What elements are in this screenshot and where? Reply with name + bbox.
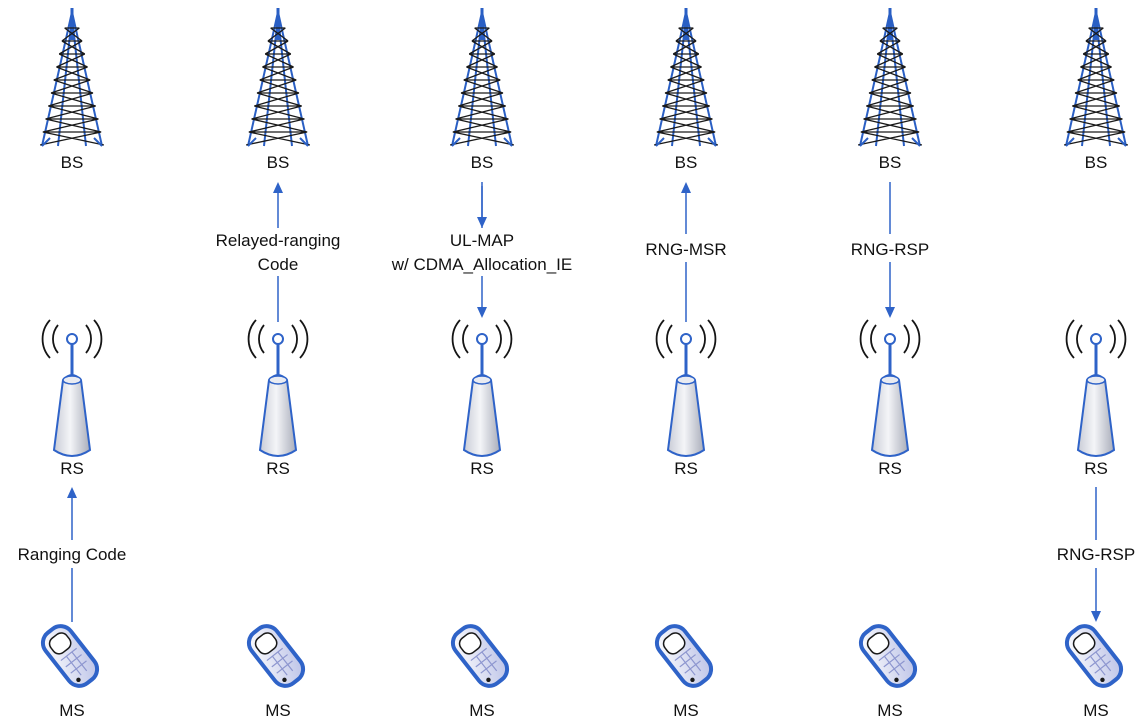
message-step-5: BS RS MS RNG-RSP [851, 8, 929, 720]
mobile-station-label: MS [1083, 701, 1109, 720]
message-label: RNG-MSR [645, 240, 726, 259]
base-station-tower-icon [245, 8, 311, 147]
mobile-station-phone-icon [1064, 624, 1124, 688]
relay-station-antenna-icon [451, 319, 513, 457]
relay-station-label: RS [1084, 459, 1108, 478]
message-arrow [885, 262, 895, 318]
mobile-station-label: MS [59, 701, 85, 720]
message-step-3: BS RS MS UL-MAP w/ CDMA_Allocation_IE [391, 8, 572, 720]
mobile-station-label: MS [265, 701, 291, 720]
base-station-label: BS [267, 153, 290, 172]
base-station-tower-icon [1063, 8, 1129, 147]
base-station-label: BS [675, 153, 698, 172]
relay-station-label: RS [674, 459, 698, 478]
message-label-line-1: Relayed-ranging [216, 231, 341, 250]
message-label-line-1: UL-MAP [450, 231, 514, 250]
base-station-tower-icon [857, 8, 923, 147]
message-step-1: BS RS MS Ranging Code [18, 8, 127, 720]
base-station-label: BS [879, 153, 902, 172]
bottom-message-arrow [67, 487, 77, 540]
message-step-4: BS RS MS RNG-MSR [645, 8, 727, 720]
message-label: RNG-RSP [851, 240, 929, 259]
mobile-station-label: MS [877, 701, 903, 720]
base-station-label: BS [1085, 153, 1108, 172]
message-arrow [681, 182, 691, 234]
relay-station-label: RS [878, 459, 902, 478]
mobile-station-label: MS [673, 701, 699, 720]
base-station-tower-icon [39, 8, 105, 147]
message-step-6: BS RS MS RNG-RSP [1057, 8, 1135, 720]
relay-station-label: RS [470, 459, 494, 478]
mobile-station-phone-icon [858, 624, 918, 688]
mobile-station-label: MS [469, 701, 495, 720]
mobile-station-phone-icon [40, 624, 100, 688]
base-station-tower-icon [449, 8, 515, 147]
mobile-station-phone-icon [246, 624, 306, 688]
relay-station-antenna-icon [859, 319, 921, 457]
base-station-tower-icon [653, 8, 719, 147]
relay-station-label: RS [60, 459, 84, 478]
mobile-station-phone-icon [450, 624, 510, 688]
relay-station-label: RS [266, 459, 290, 478]
relay-station-antenna-icon [655, 319, 717, 457]
message-label-line-2: Code [258, 255, 299, 274]
message-label-line-2: w/ CDMA_Allocation_IE [391, 255, 572, 274]
bottom-message-label: RNG-RSP [1057, 545, 1135, 564]
base-station-label: BS [471, 153, 494, 172]
relay-station-antenna-icon [41, 319, 103, 457]
base-station-label: BS [61, 153, 84, 172]
relay-station-antenna-icon [247, 319, 309, 457]
bottom-message-arrow [1091, 568, 1101, 622]
message-arrow-upper [273, 182, 283, 228]
bottom-message-label: Ranging Code [18, 545, 127, 564]
mobile-station-phone-icon [654, 624, 714, 688]
message-arrow [477, 276, 487, 318]
relay-station-antenna-icon [1065, 319, 1127, 457]
